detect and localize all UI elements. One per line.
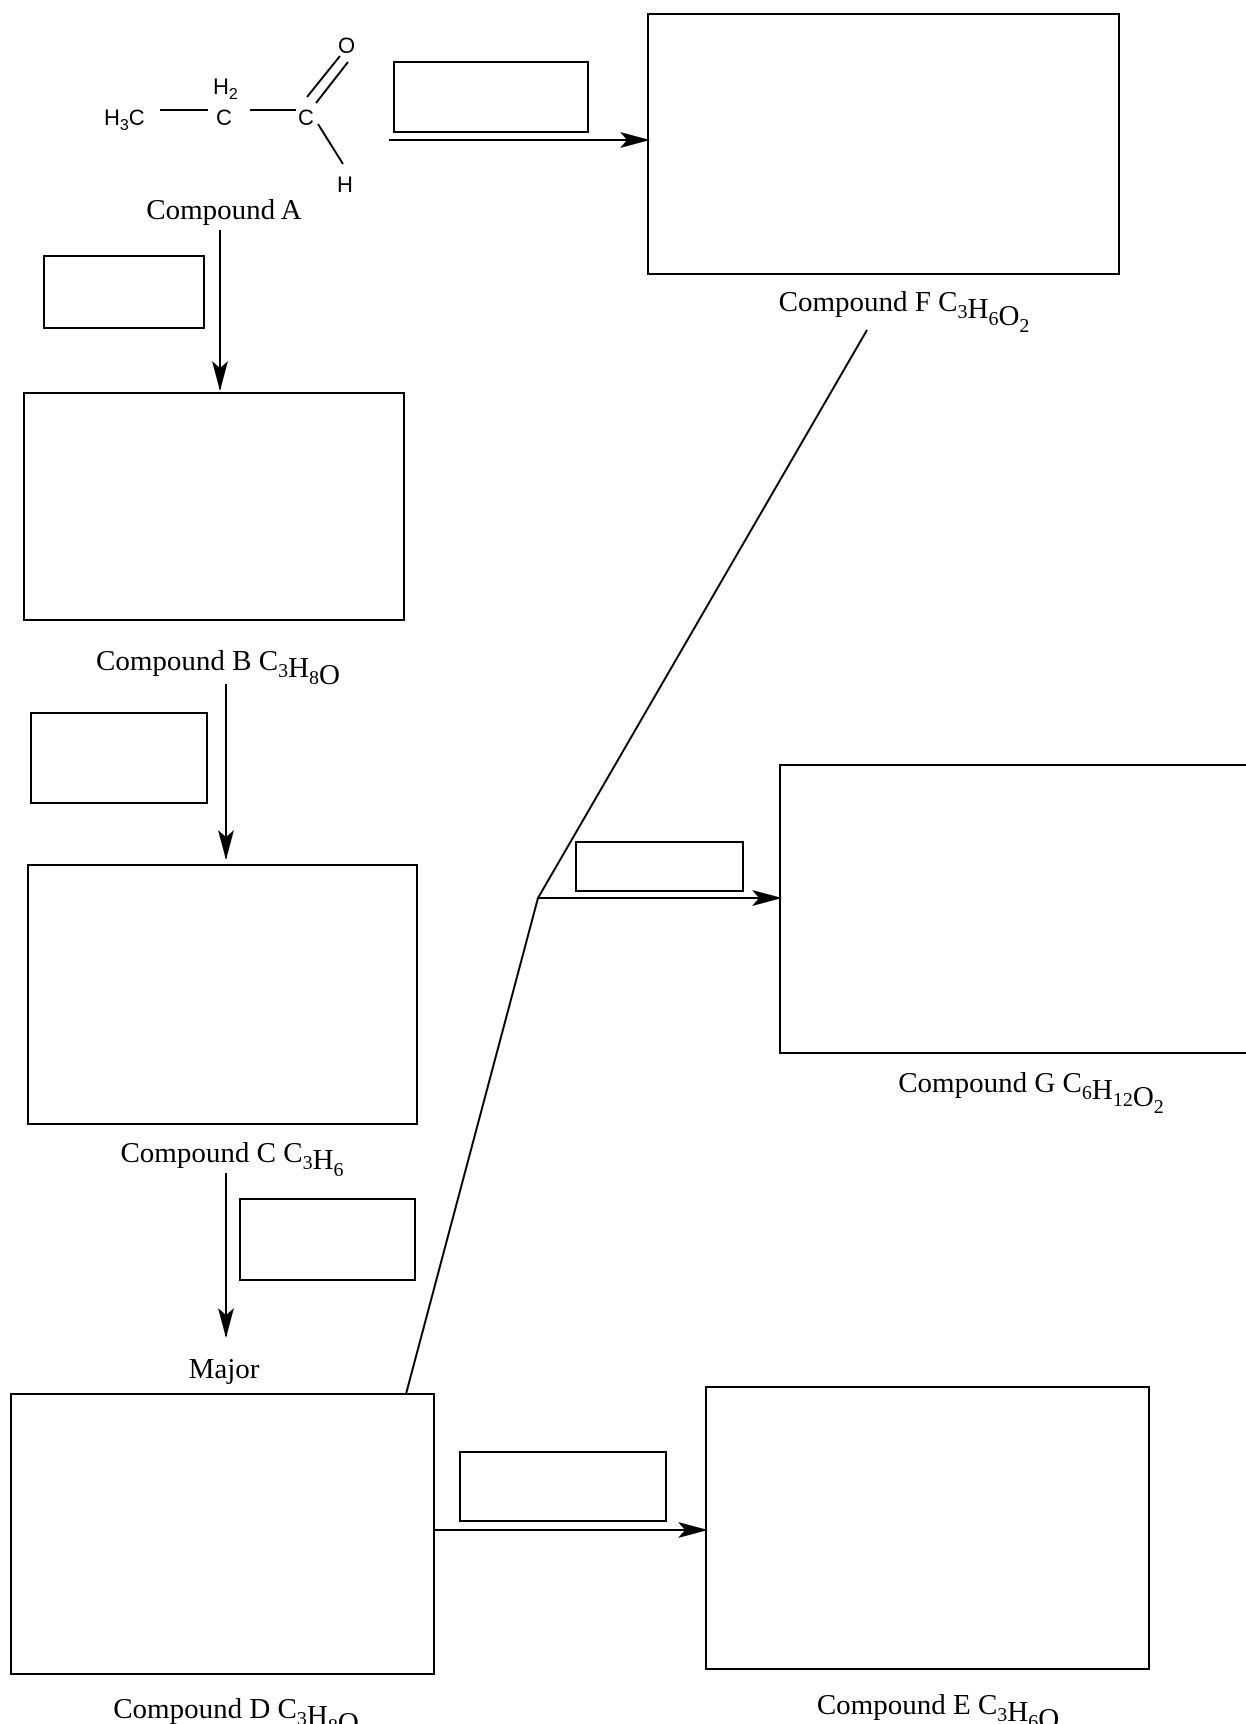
formula-subscript: 8 <box>309 667 319 689</box>
formula-subscript: 12 <box>1113 1089 1133 1111</box>
formula-subscript: 3 <box>957 301 967 323</box>
compound-f-label: Compound F C3H6O2 <box>779 286 1030 337</box>
compound-b-label: Compound B C3H8O <box>96 645 340 691</box>
reagent-box-a-to-b[interactable] <box>43 255 205 329</box>
compound-name: Compound D <box>113 1693 277 1724</box>
formula-element: O <box>1038 1703 1059 1724</box>
compound-d-label: Compound D C3H8O <box>113 1693 359 1724</box>
formula-element: H <box>967 293 988 325</box>
formula-subscript: 6 <box>334 1159 344 1181</box>
compound-name: Compound C <box>120 1137 283 1169</box>
methyl-group: H3C <box>104 105 145 134</box>
formula-subscript: 6 <box>988 308 998 330</box>
formula-element: O <box>998 300 1019 332</box>
double-bond-c-o-b <box>315 61 349 104</box>
formula-element: C <box>978 1689 997 1721</box>
formula-subscript: 8 <box>328 1715 338 1724</box>
formula-element: H <box>313 1144 334 1176</box>
formula-element: O <box>319 659 340 691</box>
formula-subscript: 6 <box>1082 1082 1092 1104</box>
formula-subscript: 3 <box>278 660 288 682</box>
formula-element: O <box>338 1707 359 1724</box>
compound-c-box[interactable] <box>27 864 418 1125</box>
compound-a-label: Compound A <box>146 194 302 226</box>
formula-subscript: 3 <box>297 1708 307 1724</box>
formula-subscript: 2 <box>1019 315 1029 337</box>
formula-element: O <box>1133 1081 1154 1113</box>
reagent-box-d-to-e[interactable] <box>459 1451 667 1522</box>
methylene-carbon: C <box>216 105 232 130</box>
compound-labels: Compound F C3H6O2 Compound B C3H8O Compo… <box>96 286 1164 1724</box>
major-label: Major <box>189 1353 260 1385</box>
compound-g-label: Compound G C6H12O2 <box>898 1067 1164 1118</box>
compound-b-box[interactable] <box>23 392 405 621</box>
compound-d-box[interactable] <box>10 1393 435 1675</box>
formula-element: H <box>1092 1074 1113 1106</box>
formula-subscript: 3 <box>997 1704 1007 1724</box>
methylene-hydrogens: H2 <box>213 74 238 103</box>
compound-name: Compound B <box>96 645 259 677</box>
formula-element: H <box>288 652 309 684</box>
oxygen-atom: O <box>338 33 355 58</box>
formula-subscript: 3 <box>303 1152 313 1174</box>
compound-a-structure: H3C H2 C C O H <box>104 33 355 197</box>
formula-element: C <box>1063 1067 1082 1099</box>
reagent-box-to-g[interactable] <box>575 841 744 892</box>
formula-subscript: 6 <box>1028 1711 1038 1724</box>
compound-name: Compound G <box>898 1067 1062 1099</box>
formula-subscript: 2 <box>1154 1096 1164 1118</box>
hydrogen-atom: H <box>337 172 353 197</box>
compound-c-label: Compound C C3H6 <box>120 1137 343 1181</box>
formula-element: C <box>283 1137 302 1169</box>
compound-name: Compound F <box>779 286 939 318</box>
formula-element: C <box>938 286 957 318</box>
compound-g-box[interactable] <box>779 764 1246 1054</box>
compound-e-box[interactable] <box>705 1386 1150 1670</box>
bond-c-h <box>317 123 344 165</box>
compound-f-box[interactable] <box>647 13 1120 275</box>
compound-name: Compound E <box>817 1689 978 1721</box>
carbonyl-carbon: C <box>298 105 314 130</box>
formula-element: C <box>278 1693 297 1724</box>
compound-e-label: Compound E C3H6O <box>817 1689 1059 1724</box>
formula-element: H <box>307 1700 328 1724</box>
double-bond-c-o-a <box>306 55 341 98</box>
reagent-box-a-to-f[interactable] <box>393 61 589 133</box>
formula-element: H <box>1007 1696 1028 1724</box>
reagent-box-b-to-c[interactable] <box>30 712 208 804</box>
formula-element: C <box>259 645 278 677</box>
reagent-box-c-to-d[interactable] <box>239 1198 416 1281</box>
